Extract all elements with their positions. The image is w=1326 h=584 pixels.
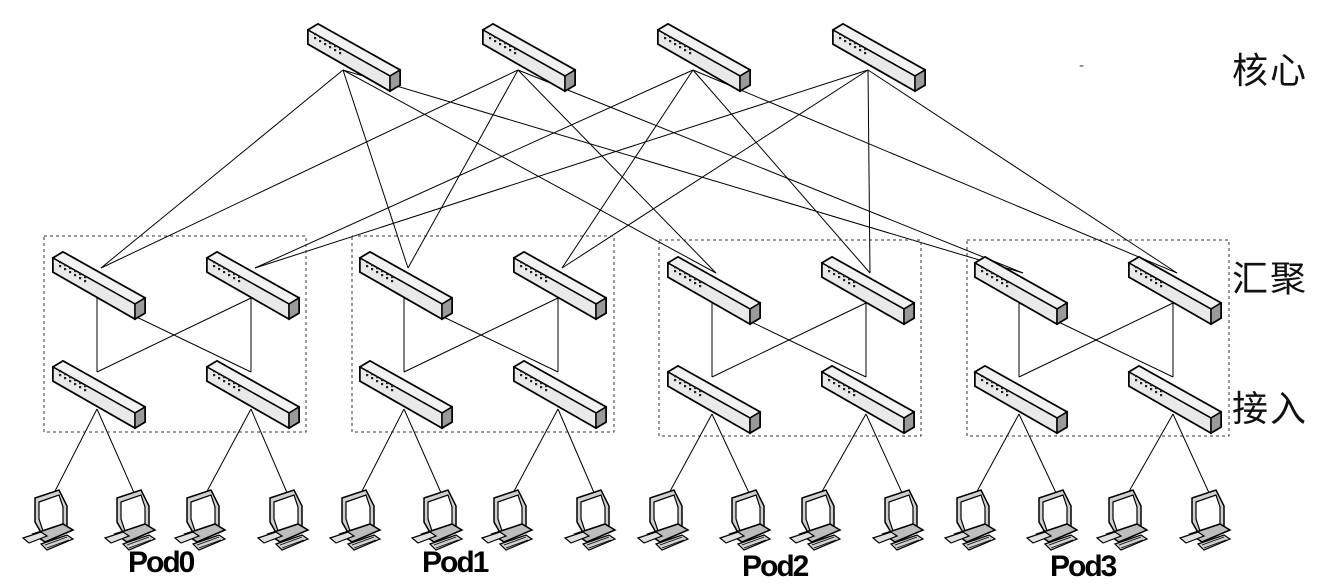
core-agg-link <box>342 69 717 274</box>
agg-access-link <box>403 297 559 373</box>
access-host-link <box>511 408 559 496</box>
core-switch-icon <box>307 23 401 92</box>
network-links <box>52 69 1211 496</box>
core-switch-icon <box>832 23 926 92</box>
host-computer-icon <box>944 489 996 551</box>
aggregation-layer-label: 汇聚 <box>1231 259 1308 300</box>
core-agg-link <box>517 69 717 274</box>
pod1-boundary <box>351 235 615 433</box>
aggregation-switch-icon <box>1128 256 1222 325</box>
pod3-boundary <box>966 239 1230 437</box>
host-computer-icon <box>1179 489 1231 551</box>
core-agg-link <box>867 69 871 274</box>
pod2-label: Pod2 <box>742 550 809 583</box>
core-agg-link <box>254 69 694 269</box>
access-host-link <box>1172 413 1211 496</box>
pod-boundaries <box>43 235 1230 437</box>
core-agg-link <box>342 69 409 269</box>
access-switch-icon <box>513 360 607 429</box>
core-agg-link <box>561 69 694 269</box>
pod0-label: Pod0 <box>128 546 195 579</box>
aggregation-switch-icon <box>821 256 915 325</box>
access-host-link <box>1126 413 1174 496</box>
access-host-link <box>204 408 252 496</box>
access-host-link <box>403 408 443 496</box>
host-computer-icon <box>411 489 463 551</box>
host-computer-icon <box>104 489 156 551</box>
pod3-label: Pod3 <box>1050 550 1117 583</box>
host-computer-icon <box>719 489 771 551</box>
access-switch-icon <box>821 365 915 434</box>
access-host-link <box>711 413 751 496</box>
access-host-link <box>250 408 289 496</box>
core-agg-link <box>407 69 519 269</box>
host-computer-icon <box>174 489 226 551</box>
access-switch-icon <box>1128 365 1222 434</box>
core-switch-icon <box>657 23 751 92</box>
access-host-link <box>1018 413 1058 496</box>
aggregation-switch-icon <box>513 251 607 320</box>
host-computer-icon <box>637 489 689 551</box>
core-agg-link <box>561 69 869 269</box>
agg-access-link <box>711 302 867 378</box>
aggregation-switch-icon <box>206 251 300 320</box>
agg-access-link <box>1018 302 1174 378</box>
host-computer-icon <box>1026 489 1078 551</box>
pod2-boundary <box>658 239 922 437</box>
access-host-link <box>667 413 713 496</box>
access-host-link <box>52 408 98 496</box>
host-computer-icon <box>789 489 841 551</box>
stray-mark: - <box>1079 58 1085 74</box>
host-computer-icon <box>564 489 616 551</box>
pod1-label: Pod1 <box>422 546 489 579</box>
access-host-link <box>865 413 904 496</box>
host-computer-icon <box>329 489 381 551</box>
pod0-boundary <box>43 235 307 433</box>
core-agg-link <box>100 69 344 269</box>
core-agg-link <box>342 69 1024 274</box>
access-layer-label: 接入 <box>1231 389 1308 430</box>
host-computer-icon <box>22 489 74 551</box>
core-agg-link <box>692 69 1178 274</box>
core-agg-link <box>867 69 1178 274</box>
aggregation-switch-icon <box>667 256 761 325</box>
host-computer-icon <box>872 489 924 551</box>
access-host-link <box>974 413 1020 496</box>
aggregation-switch-icon <box>974 256 1068 325</box>
access-host-link <box>359 408 405 496</box>
access-host-link <box>819 413 867 496</box>
host-computer-icon <box>481 489 533 551</box>
aggregation-switch-icon <box>52 251 146 320</box>
agg-access-link <box>96 297 252 373</box>
host-computer-icon <box>257 489 309 551</box>
host-computer-icon <box>1096 489 1148 551</box>
core-agg-link <box>254 69 869 269</box>
core-agg-link <box>692 69 871 274</box>
core-agg-link <box>100 69 519 269</box>
access-host-link <box>96 408 136 496</box>
core-layer-label: 核心 <box>1231 51 1308 92</box>
access-switch-icon <box>206 360 300 429</box>
access-host-link <box>557 408 596 496</box>
core-agg-link <box>517 69 1024 274</box>
